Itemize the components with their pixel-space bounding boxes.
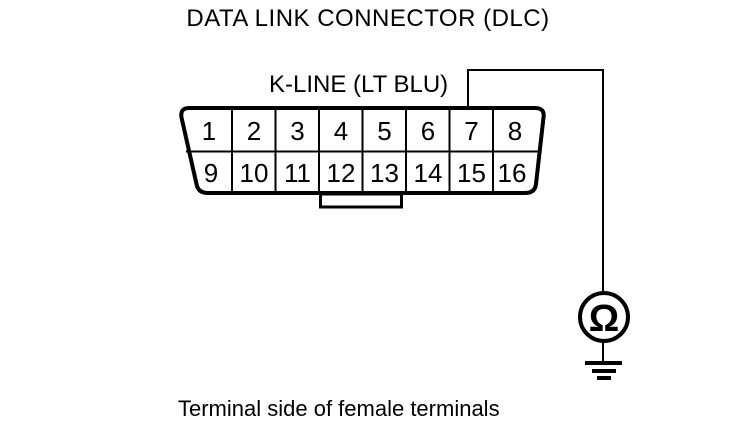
pin-11: 11 <box>284 158 311 188</box>
pin-9: 9 <box>204 158 218 188</box>
connector-key-tab <box>319 192 403 209</box>
ground-icon <box>585 361 622 380</box>
pin-6: 6 <box>421 116 435 146</box>
pin-grid-lines <box>186 110 541 192</box>
pin-13: 13 <box>370 158 399 188</box>
k-line-wire <box>467 69 604 294</box>
pin-12: 12 <box>327 158 356 188</box>
pin-14: 14 <box>414 158 443 188</box>
pin-1: 1 <box>202 116 216 146</box>
pin-4: 4 <box>334 116 348 146</box>
diagram-title: DATA LINK CONNECTOR (DLC) <box>186 5 550 32</box>
k-line-label: K-LINE (LT BLU) <box>269 71 449 98</box>
pin-7: 7 <box>464 116 478 146</box>
pin-2: 2 <box>247 116 261 146</box>
pin-8: 8 <box>508 116 522 146</box>
pin-5: 5 <box>377 116 391 146</box>
pin-10: 10 <box>240 158 269 188</box>
pin-3: 3 <box>290 116 304 146</box>
ohm-symbol: Ω <box>589 298 619 340</box>
pin-15: 15 <box>457 158 486 188</box>
pin-16: 16 <box>498 158 527 188</box>
pin-numbers: 1 2 3 4 5 6 7 8 9 10 11 12 13 14 15 16 <box>202 116 527 188</box>
caption: Terminal side of female terminals <box>178 396 500 421</box>
